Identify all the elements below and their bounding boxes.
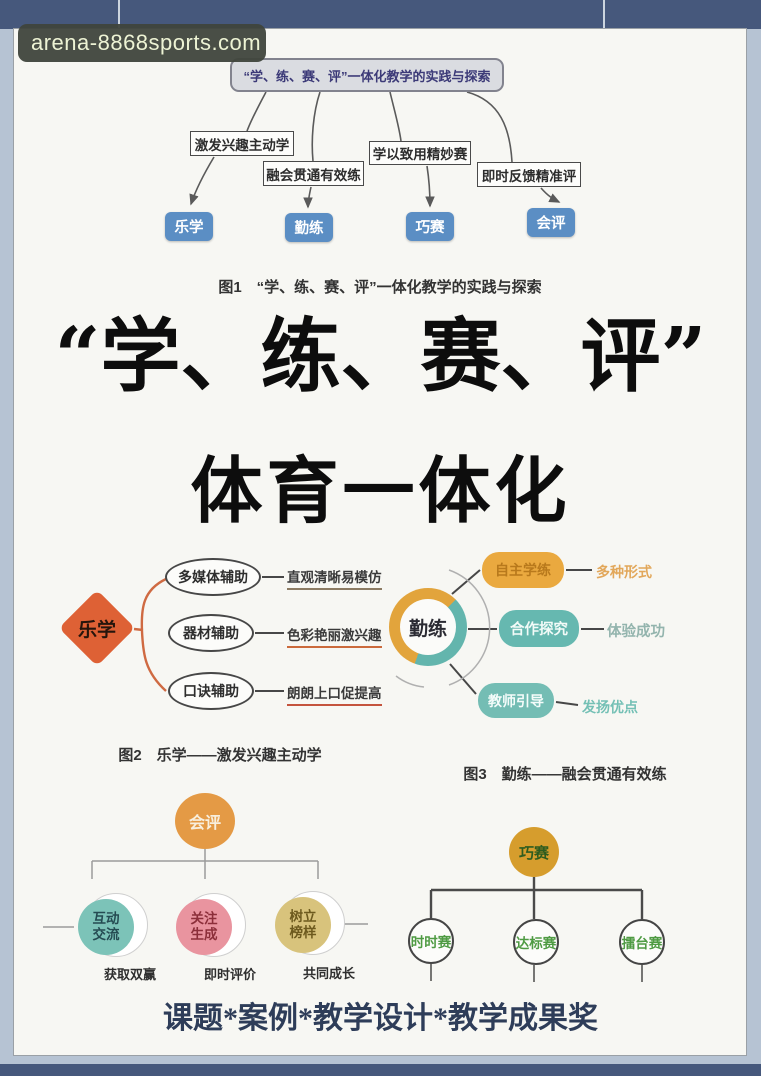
fig3-note-3: 发扬优点 xyxy=(582,699,638,715)
fig1-node-qinlian: 勤练 xyxy=(285,213,333,242)
watermark-badge: arena-8868sports.com xyxy=(18,24,266,62)
fig4-node-2-line1: 关注 xyxy=(190,911,218,927)
fig1-node-qiaosai: 巧赛 xyxy=(406,212,454,241)
fig4-note-3: 共同成长 xyxy=(303,966,356,981)
watermark-text: arena-8868sports.com xyxy=(31,30,262,55)
fig5-node-2: 达标赛 xyxy=(513,919,559,965)
fig1-label-4: 即时反馈精准评 xyxy=(477,162,581,187)
top-band-tick xyxy=(118,0,120,29)
poster-page xyxy=(13,28,747,1056)
bottom-band xyxy=(0,1064,761,1076)
fig4-node-2-line2: 生成 xyxy=(190,927,218,942)
fig4-root: 会评 xyxy=(175,793,235,849)
fig5-root: 巧赛 xyxy=(509,827,559,877)
fig3-note-1: 多种形式 xyxy=(596,564,652,580)
fig4-node-3: 树立 榜样 xyxy=(275,897,331,953)
fig2-node-1: 多媒体辅助 xyxy=(165,558,261,596)
fig4-node-3-line1: 树立 xyxy=(289,909,317,925)
fig1-caption: 图1 “学、练、赛、评”一体化教学的实践与探索 xyxy=(218,279,542,296)
fig5-node-3: 擂台赛 xyxy=(619,919,665,965)
headline-line1: “学、练、赛、评” xyxy=(54,309,707,403)
fig4-note-1: 获取双赢 xyxy=(104,967,157,982)
top-band-tick xyxy=(603,0,605,31)
fig3-root-ring: 勤练 xyxy=(389,588,467,666)
fig4-node-2: 关注 生成 xyxy=(176,899,232,955)
fig2-node-2: 器材辅助 xyxy=(168,614,254,652)
fig4-note-2: 即时评价 xyxy=(204,967,257,982)
fig5-node-1: 时时赛 xyxy=(408,918,454,964)
fig1-label-1: 激发兴趣主动学 xyxy=(190,131,294,156)
fig3-node-1: 自主学练 xyxy=(482,552,564,588)
fig1-node-huiping: 会评 xyxy=(527,208,575,237)
footer-text: 课题*案例*教学设计*教学成果奖 xyxy=(163,1002,598,1035)
fig1-label-2: 融会贯通有效练 xyxy=(263,161,364,186)
fig2-note-2: 色彩艳丽激兴趣 xyxy=(287,624,382,648)
fig1-title-box: “学、练、赛、评”一体化教学的实践与探索 xyxy=(230,58,504,92)
fig1-label-3: 学以致用精妙赛 xyxy=(369,141,471,165)
fig3-node-3: 教师引导 xyxy=(478,683,554,718)
fig4-node-1: 互动 交流 xyxy=(78,899,134,955)
fig4-node-1-line2: 交流 xyxy=(92,927,120,942)
fig2-note-1: 直观清晰易模仿 xyxy=(287,566,382,590)
fig2-note-3: 朗朗上口促提高 xyxy=(287,682,382,706)
fig2-caption: 图2 乐学——激发兴趣主动学 xyxy=(118,747,322,764)
fig2-root-diamond: 乐学 xyxy=(58,589,136,667)
fig3-node-2: 合作探究 xyxy=(499,610,579,647)
fig2-node-3: 口诀辅助 xyxy=(168,672,254,710)
fig3-note-2: 体验成功 xyxy=(607,624,665,640)
fig2-root-label: 乐学 xyxy=(77,619,116,641)
fig4-node-3-line2: 榜样 xyxy=(289,925,317,940)
fig3-caption: 图3 勤练——融会贯通有效练 xyxy=(463,766,667,783)
fig3-root-label: 勤练 xyxy=(400,599,456,655)
fig1-node-lexue: 乐学 xyxy=(165,212,213,241)
headline-line2: 体育一体化 xyxy=(190,448,571,533)
fig4-node-1-line1: 互动 xyxy=(92,911,120,927)
